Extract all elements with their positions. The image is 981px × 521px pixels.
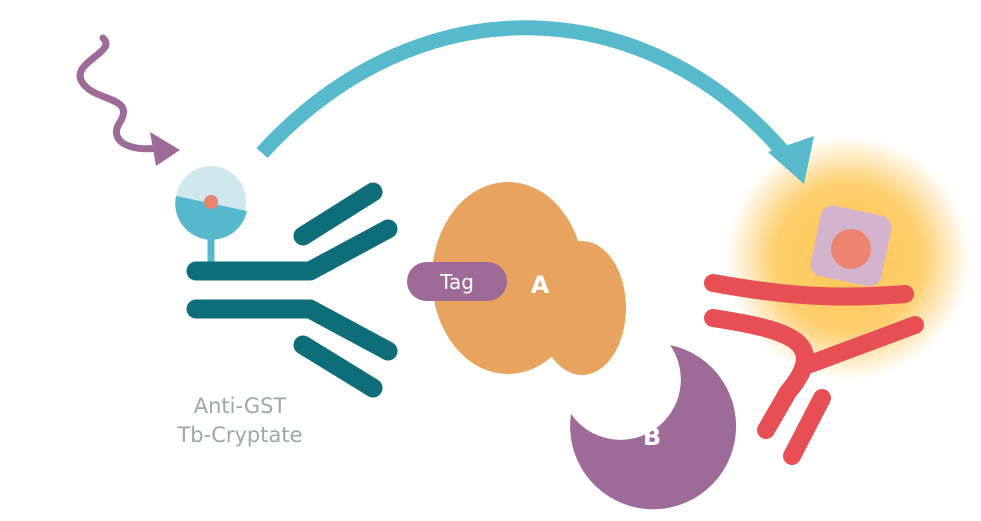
protein-a-label: A (531, 271, 550, 299)
donor-caption-line2: Tb-Cryptate (177, 423, 303, 447)
tag (407, 262, 507, 301)
energy-transfer-arrow (256, 20, 814, 184)
excitation-light-arrow (76, 34, 180, 166)
protein-b (570, 345, 737, 510)
protein-b-label: B (643, 423, 661, 451)
protein-a (432, 182, 626, 375)
donor-caption: Anti-GST Tb-Cryptate (150, 392, 330, 450)
donor-caption-line1: Anti-GST (193, 394, 287, 418)
acceptor-antibody (704, 274, 924, 465)
tag-label: Tag (439, 270, 474, 294)
tb-cryptate-donor (175, 166, 247, 264)
acceptor-fluorophore (810, 205, 892, 287)
anti-gst-antibody (186, 182, 398, 398)
